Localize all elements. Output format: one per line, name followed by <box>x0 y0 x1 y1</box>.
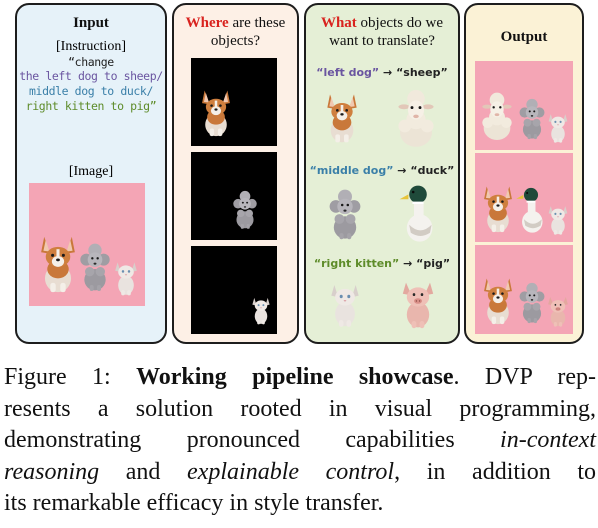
translation-left: “left dog” → “sheep” <box>316 66 448 79</box>
instruction-quote: “change <box>68 55 114 69</box>
translation-right: “right kitten” → “pig” <box>313 257 451 270</box>
crop-right-kitten <box>331 285 359 327</box>
caption-line-2: resents a solution rooted in visual prog… <box>4 395 596 422</box>
output-photo-duck <box>475 153 573 242</box>
target-pig <box>402 282 434 329</box>
translation-middle: “middle dog” → “duck” <box>309 164 455 177</box>
input-panel: Input [Instruction] “change the left dog… <box>15 3 167 344</box>
where-title-line-1: Where are these <box>185 15 286 31</box>
crop-left-dog <box>327 94 357 143</box>
input-photo-animals <box>41 236 137 296</box>
crop-middle-dog <box>329 189 361 240</box>
where-panel: Where are these objects? <box>172 3 299 344</box>
output-photo-pig <box>475 245 573 334</box>
image-tag: [Image] <box>68 164 114 179</box>
instruction-middle: middle dog to duck/ <box>29 84 153 98</box>
target-sheep <box>398 90 434 147</box>
what-highlight: What <box>320 15 357 31</box>
caption-line-4: reasoning and explainable control, in ad… <box>4 458 597 485</box>
output-photo-sheep <box>475 61 573 150</box>
mask-right-kitten <box>191 246 277 334</box>
target-duck <box>399 185 433 242</box>
caption-bold-title: Working pipeline showcase <box>136 364 454 390</box>
where-title-line-2: objects? <box>210 33 261 49</box>
caption-line-1: Figure 1: Working pipeline showcase. DVP… <box>4 364 596 390</box>
what-title-line-2: want to translate? <box>329 33 435 49</box>
instruction-left: the left dog to sheep/ <box>19 69 163 83</box>
output-panel: Output <box>464 3 584 344</box>
instruction-right: right kitten to pig” <box>25 99 157 113</box>
figure-caption: Figure 1: Working pipeline showcase. DVP… <box>4 362 596 520</box>
caption-line-5: its remarkable efficacy in style transfe… <box>4 490 384 516</box>
where-highlight: Where <box>185 15 229 31</box>
mask-left-dog <box>191 58 277 146</box>
input-title: Input <box>73 15 109 31</box>
what-title-line-1: What objects do we <box>320 15 444 31</box>
input-photo <box>29 183 145 306</box>
what-panel: What objects do we want to translate? “l… <box>304 3 460 344</box>
output-title: Output <box>500 29 548 45</box>
instruction-tag: [Instruction] <box>56 39 126 54</box>
caption-line-3: demonstrating pronounced capabilities in… <box>4 427 596 453</box>
mask-middle-dog <box>191 152 277 240</box>
